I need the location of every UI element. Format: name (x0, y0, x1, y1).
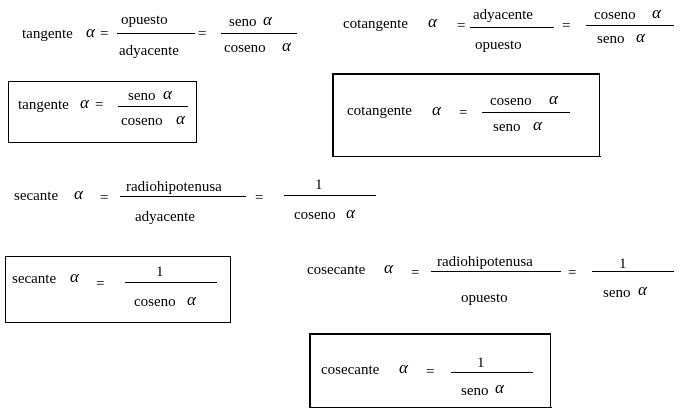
numerator-one: 1 (619, 256, 627, 272)
equals-sign: = (426, 364, 435, 380)
alpha-symbol: α (549, 89, 558, 108)
denominator-adyacente: adyacente (135, 209, 195, 225)
alpha-symbol: α (163, 84, 172, 103)
fraction-bar (482, 112, 570, 113)
alpha-symbol: α (176, 109, 185, 128)
equals-sign: = (562, 18, 571, 34)
cosecante-label: cosecante (307, 262, 366, 278)
tangente-label: tangente (18, 97, 69, 113)
alpha-symbol: α (636, 27, 645, 46)
denominator-coseno: coseno (134, 294, 176, 310)
numerator-one: 1 (315, 177, 323, 193)
denominator-coseno: coseno (224, 40, 266, 56)
alpha-symbol: α (86, 22, 95, 41)
equals-sign: = (568, 265, 577, 281)
fraction-bar (120, 196, 246, 197)
alpha-symbol: α (495, 378, 504, 397)
fraction-bar (221, 33, 297, 34)
numerator-seno: seno (229, 14, 257, 30)
alpha-symbol: α (399, 358, 408, 377)
equals-sign: = (459, 105, 468, 121)
numerator-opuesto: opuesto (121, 12, 168, 28)
alpha-symbol: α (346, 203, 355, 222)
equals-sign: = (100, 190, 109, 206)
equals-sign: = (255, 190, 264, 206)
equals-sign: = (457, 18, 466, 34)
fraction-bar (451, 372, 533, 373)
denominator-opuesto: opuesto (475, 37, 522, 53)
cosecante-label: cosecante (321, 362, 380, 378)
numerator-one: 1 (477, 355, 485, 371)
denominator-seno: seno (603, 285, 631, 301)
fraction-bar (125, 282, 217, 283)
alpha-symbol: α (263, 10, 272, 29)
alpha-symbol: α (384, 258, 393, 277)
fraction-bar (117, 33, 195, 34)
numerator-coseno: coseno (594, 7, 636, 23)
boxed-cotangente (332, 73, 600, 157)
alpha-symbol: α (432, 100, 441, 119)
denominator-seno: seno (493, 119, 521, 135)
cotangente-label: cotangente (347, 103, 412, 119)
alpha-symbol: α (652, 3, 661, 22)
equals-sign: = (100, 26, 109, 42)
denominator-seno: seno (597, 31, 625, 47)
alpha-symbol: α (638, 280, 647, 299)
fraction-bar (118, 106, 188, 107)
alpha-symbol: α (80, 93, 89, 112)
denominator-adyacente: adyacente (119, 43, 179, 59)
numerator-radiohipotenusa: radiohipotenusa (437, 254, 533, 270)
boxed-secante (5, 256, 231, 323)
fraction-bar (586, 25, 674, 26)
numerator-radiohipotenusa: radiohipotenusa (126, 179, 222, 195)
alpha-symbol: α (282, 36, 291, 55)
denominator-seno: seno (461, 383, 489, 399)
secante-label: secante (14, 188, 59, 204)
numerator-adyacente: adyacente (473, 7, 533, 23)
tangente-label: tangente (22, 26, 73, 42)
box-right-edge (550, 333, 551, 408)
alpha-symbol: α (187, 290, 196, 309)
fraction-bar (284, 195, 376, 196)
box-right-edge (599, 73, 600, 157)
boxed-tangente (8, 81, 197, 143)
alpha-symbol: α (70, 267, 79, 286)
secante-label: secante (12, 271, 57, 287)
numerator-one: 1 (156, 264, 164, 280)
denominator-opuesto: opuesto (461, 290, 508, 306)
numerator-seno: seno (128, 88, 156, 104)
fraction-bar (592, 271, 674, 272)
fraction-bar (431, 271, 561, 272)
box-bottom-edge (309, 407, 552, 408)
equals-sign: = (96, 276, 105, 292)
equals-sign: = (198, 26, 207, 42)
cotangente-label: cotangente (343, 16, 408, 32)
alpha-symbol: α (74, 184, 83, 203)
fraction-bar (470, 27, 554, 28)
alpha-symbol: α (533, 115, 542, 134)
numerator-coseno: coseno (490, 93, 532, 109)
denominator-coseno: coseno (294, 207, 336, 223)
equals-sign: = (411, 265, 420, 281)
boxed-cosecante (309, 333, 551, 408)
equals-sign: = (95, 97, 104, 113)
alpha-symbol: α (428, 12, 437, 31)
denominator-coseno: coseno (121, 113, 163, 129)
box-bottom-edge (332, 156, 601, 157)
